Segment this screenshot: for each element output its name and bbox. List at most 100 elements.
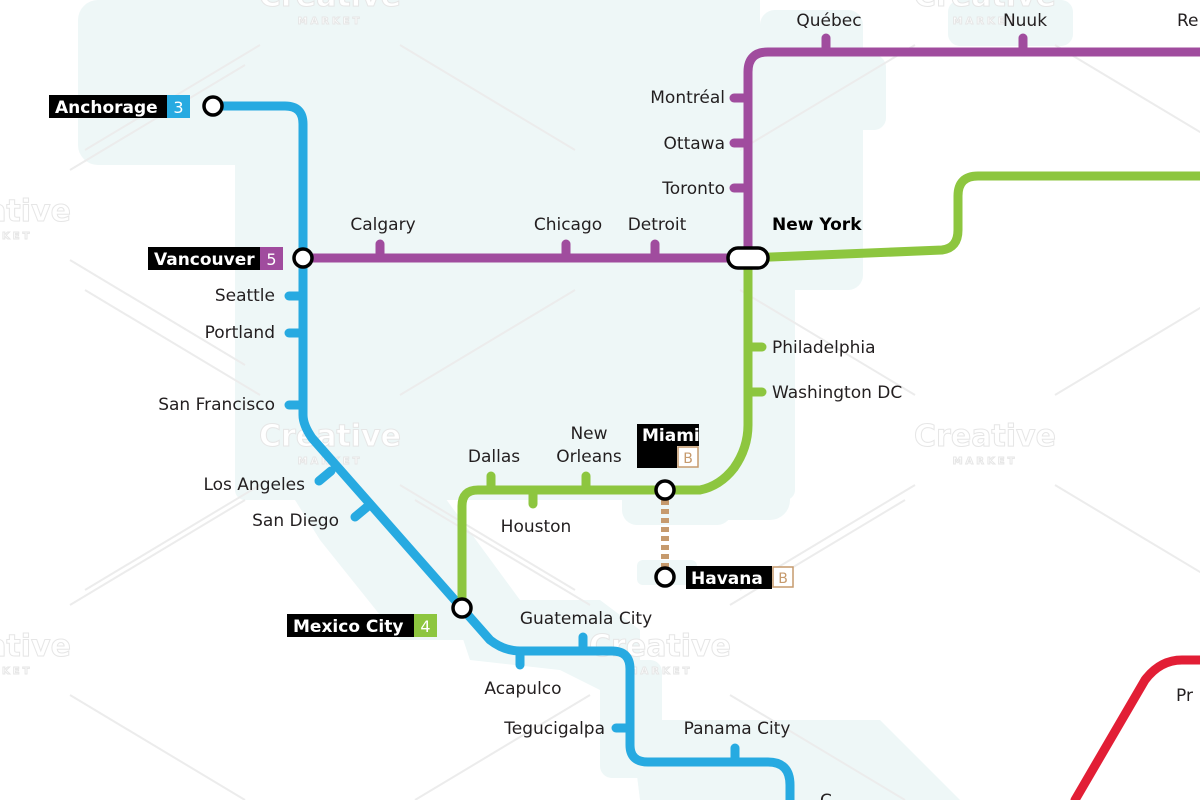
watermark-line [69,259,246,366]
watermark-text: Creative [0,629,71,664]
station-calgary[interactable]: Calgary [350,215,415,235]
land-region [622,470,732,525]
watermark-text: Creative [0,194,71,229]
label-box-lower [637,446,677,468]
anchorage-node[interactable] [202,95,224,117]
station-panama-city[interactable]: Panama City [684,719,791,739]
new-york-node[interactable] [726,246,770,270]
station-san-francisco[interactable]: San Francisco [158,395,275,415]
vancouver-node[interactable] [292,247,314,269]
label-box [637,424,699,446]
watermark-line [729,694,906,800]
line-badge-ferry [772,566,794,588]
tick-los-angeles [314,466,336,486]
watermark-subtext: MARKET [628,666,693,677]
watermark-text: Creative [259,0,401,14]
station-san-diego[interactable]: San Diego [252,511,339,531]
label-mexico-city[interactable]: Mexico City 4 [287,614,437,637]
station-right-partial: Pr [1176,686,1193,706]
watermark-line [414,499,591,606]
interchanges [202,95,770,619]
badge-text: 3 [173,98,183,117]
label-miami[interactable]: Miami B [637,424,700,468]
station-dallas[interactable]: Dallas [468,447,520,467]
label-text: Vancouver [154,250,255,270]
station-tegucigalpa[interactable]: Tegucigalpa [503,719,605,739]
line-badge-blue [167,95,190,118]
station-acapulco[interactable]: Acapulco [484,679,561,699]
label-text: Mexico City [293,617,403,637]
watermark-line [69,694,246,800]
station-detroit[interactable]: Detroit [628,215,687,235]
line-badge-green [414,614,437,637]
watermark-text: Creative [589,629,731,664]
miami-node[interactable] [654,479,676,501]
watermark-text: Creative [914,419,1056,454]
station-new-orleans-line2[interactable]: Orleans [556,447,622,467]
station-labels: Seattle Portland San Francisco Los Angel… [158,11,1198,800]
label-havana[interactable]: Havana B [686,566,794,589]
station-portland[interactable]: Portland [205,323,275,343]
badge-text: 5 [266,250,276,269]
label-box [686,566,772,589]
watermark-subtext: MARKET [953,456,1018,467]
station-guatemala-city[interactable]: Guatemala City [520,609,652,629]
station-new-orleans-line1[interactable]: New [570,424,607,444]
watermark-line [84,289,261,396]
station-toronto[interactable]: Toronto [661,179,725,199]
station-nuuk[interactable]: Nuuk [1003,11,1047,31]
watermark-line [399,484,576,591]
station-quebec[interactable]: Québec [796,11,861,31]
badge-text: B [683,451,693,467]
green-line [457,171,1200,613]
watermark-line [399,44,576,151]
label-text: Miami [642,426,700,446]
tick-san-diego [350,502,372,522]
station-montreal[interactable]: Montréal [650,88,725,108]
watermark-line [1054,44,1200,134]
line-badge-purple [260,247,283,270]
watermark-subtext: MARKET [0,231,32,242]
terminus-labels: Anchorage 3 Vancouver 5 Mexico City 4 Mi… [49,95,794,637]
land-region [258,55,886,130]
land-region [450,600,640,690]
station-washington[interactable]: Washington DC [772,383,902,403]
watermark-line [1054,484,1200,574]
station-ottawa[interactable]: Ottawa [664,134,725,154]
watermark-line [1054,306,1200,396]
station-reykjavik-partial: Re [1177,11,1199,31]
land-region [270,390,560,640]
watermark-text: Creative [914,0,1056,14]
blue-line [208,101,795,800]
label-vancouver[interactable]: Vancouver 5 [148,247,283,270]
mexico-city-node[interactable] [451,597,473,619]
purple-line [298,47,1200,263]
line-badge-ferry [677,446,699,468]
land-region [630,720,960,800]
havana-node[interactable] [654,566,676,588]
station-los-angeles[interactable]: Los Angeles [203,475,305,495]
watermark-line [84,484,261,591]
label-text: Havana [691,569,763,589]
watermark-subtext: MARKET [0,666,32,677]
label-box [148,247,260,270]
station-bottom-partial: C [820,791,832,800]
watermark-subtext: MARKET [953,16,1018,27]
station-new-york[interactable]: New York [772,215,862,235]
watermark-line [414,694,591,800]
label-box [287,614,414,637]
station-philadelphia[interactable]: Philadelphia [772,338,876,358]
land-region [78,0,260,165]
station-houston[interactable]: Houston [501,517,572,537]
station-ticks [284,33,1028,767]
station-chicago[interactable]: Chicago [534,215,602,235]
label-anchorage[interactable]: Anchorage 3 [49,95,190,118]
watermark-text: Creative [259,419,401,454]
red-line [1070,655,1200,800]
station-seattle[interactable]: Seattle [215,286,275,306]
watermark-line [739,289,916,396]
label-text: Anchorage [55,98,158,118]
label-box [49,95,167,118]
badge-text: 4 [420,617,430,636]
